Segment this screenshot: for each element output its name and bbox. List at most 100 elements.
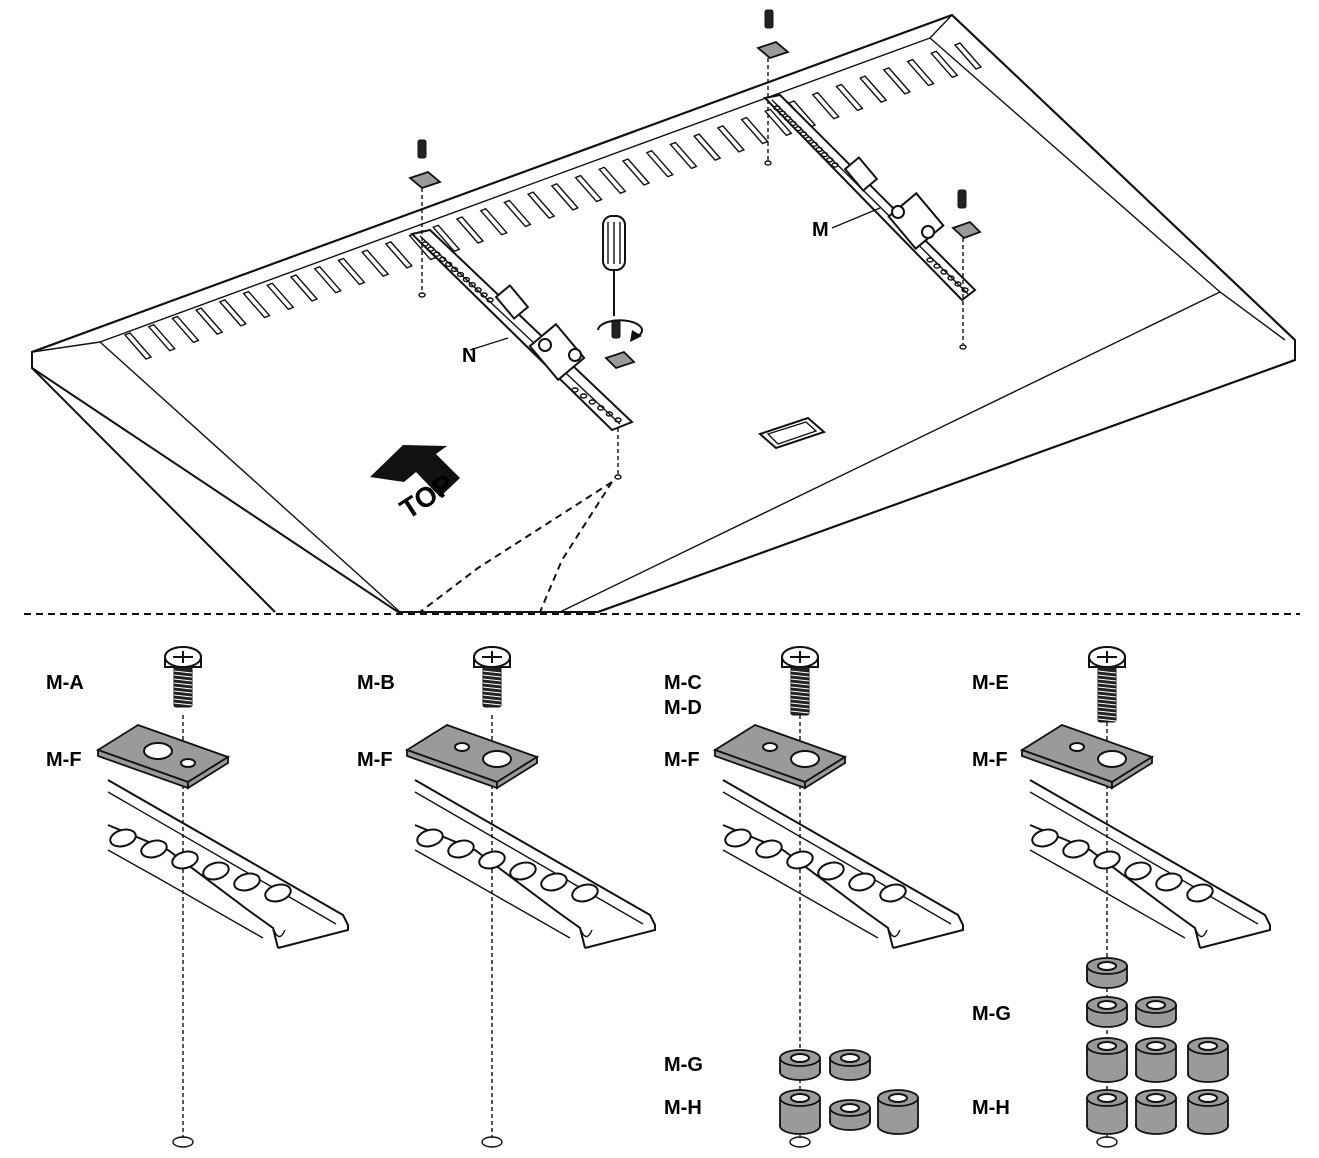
- bracket-hole: [571, 387, 579, 393]
- rail-hole: [1031, 828, 1059, 848]
- mount-hole: [1096, 1136, 1118, 1148]
- bracket-hole: [783, 115, 792, 122]
- vent-slot: [550, 183, 580, 211]
- plate-hole: [1097, 750, 1127, 768]
- vent-slot: [692, 133, 722, 161]
- bracket-hole: [468, 282, 476, 288]
- ventilation-slots: [123, 42, 983, 360]
- vent-slot: [479, 207, 508, 236]
- vent-slot: [360, 249, 390, 277]
- rail: [414, 779, 656, 949]
- bracket-hole: [933, 263, 941, 269]
- hardware-option-3: [712, 646, 964, 1148]
- vent-slot: [930, 50, 959, 79]
- rail-hole: [879, 883, 907, 903]
- rail-hole: [848, 872, 876, 892]
- option-1-bolt-label: M-A: [46, 672, 84, 694]
- vent-slot: [835, 83, 864, 112]
- rail-hole: [571, 883, 599, 903]
- rail-hole: [447, 839, 475, 859]
- mount-hole: [481, 1136, 503, 1148]
- rail-hole: [416, 828, 444, 848]
- vent-slot: [432, 224, 461, 253]
- vent-slot: [645, 149, 674, 178]
- bracket-hole: [778, 110, 786, 116]
- vent-slot: [289, 274, 319, 302]
- rail: [1029, 779, 1271, 949]
- option-3-spacer-g-label: M-G: [664, 1054, 703, 1076]
- option-4-bolt-label: M-E: [972, 672, 1009, 694]
- plate-hole: [762, 742, 778, 752]
- vent-slot: [266, 282, 295, 311]
- bracket-hole: [588, 399, 596, 405]
- wall-bracket-n: N: [409, 228, 634, 432]
- tv-back-panel: [31, 13, 1296, 613]
- vent-slot: [337, 257, 366, 286]
- bracket-hole: [947, 275, 955, 281]
- option-3-bolt-label-2: M-D: [664, 697, 702, 719]
- rail-hole: [724, 828, 752, 848]
- rail-hole: [1155, 872, 1183, 892]
- rail-hole: [171, 850, 199, 870]
- bracket-hole: [480, 292, 488, 298]
- detail-callout-lines: [419, 481, 613, 613]
- plate-hole: [143, 742, 173, 760]
- vent-slot: [123, 332, 153, 360]
- vent-slot: [669, 141, 698, 170]
- rail-hole: [109, 828, 137, 848]
- option-4-spacer-h-label: M-H: [972, 1097, 1010, 1119]
- plate-hole: [1069, 742, 1085, 752]
- bracket-hole: [789, 120, 797, 127]
- bracket-hole: [444, 261, 453, 268]
- rail-hole: [1124, 861, 1152, 881]
- option-3-plate-label: M-F: [664, 749, 700, 771]
- bracket-hole: [940, 269, 948, 275]
- bracket-hole: [450, 266, 459, 273]
- bracket-hole: [799, 131, 808, 137]
- bracket-hole: [794, 126, 802, 132]
- bracket-hole: [427, 246, 435, 252]
- option-4-spacer-g-label: M-G: [972, 1003, 1011, 1025]
- vent-slot: [574, 174, 603, 203]
- option-3-spacer-h-label: M-H: [664, 1097, 702, 1119]
- vent-slot: [242, 290, 271, 319]
- vent-slot: [218, 299, 248, 327]
- mounting-screw-2: [756, 9, 790, 166]
- hardware-option-1: [95, 646, 349, 1148]
- bracket-hole: [926, 257, 934, 263]
- bracket-hole: [462, 276, 471, 283]
- bracket-hole: [954, 281, 962, 287]
- rail-hole: [264, 883, 292, 903]
- mounting-screw-3: [951, 189, 982, 350]
- rail-hole: [755, 839, 783, 859]
- bracket-hole: [597, 405, 605, 411]
- rail-hole: [540, 872, 568, 892]
- option-2-bolt-label: M-B: [357, 672, 395, 694]
- hardware-option-2: [404, 646, 656, 1148]
- vent-slot: [906, 58, 935, 87]
- bracket-hole: [456, 271, 465, 278]
- vent-slot: [740, 116, 769, 145]
- wall-bracket-m: M: [762, 93, 977, 302]
- plate-hole: [790, 750, 820, 768]
- rail-hole: [786, 850, 814, 870]
- option-4-plate-label: M-F: [972, 749, 1008, 771]
- bracket-hole: [815, 146, 823, 153]
- bracket-hole: [579, 393, 588, 399]
- rail-hole: [233, 872, 261, 892]
- hardware-option-4: [1019, 646, 1271, 1148]
- vent-slot: [716, 125, 746, 153]
- rail-hole: [817, 861, 845, 881]
- bracket-hole: [826, 157, 834, 163]
- bracket-hole: [961, 287, 969, 293]
- bracket-n-label: N: [462, 345, 476, 367]
- hardware-options: [95, 646, 1271, 1148]
- vent-slot: [598, 166, 627, 195]
- vent-slot: [882, 67, 912, 95]
- rail: [107, 779, 349, 949]
- option-3-bolt-label: M-C: [664, 672, 702, 694]
- rail-hole: [202, 861, 230, 881]
- bracket-hole: [831, 162, 839, 168]
- vent-slot: [455, 216, 485, 244]
